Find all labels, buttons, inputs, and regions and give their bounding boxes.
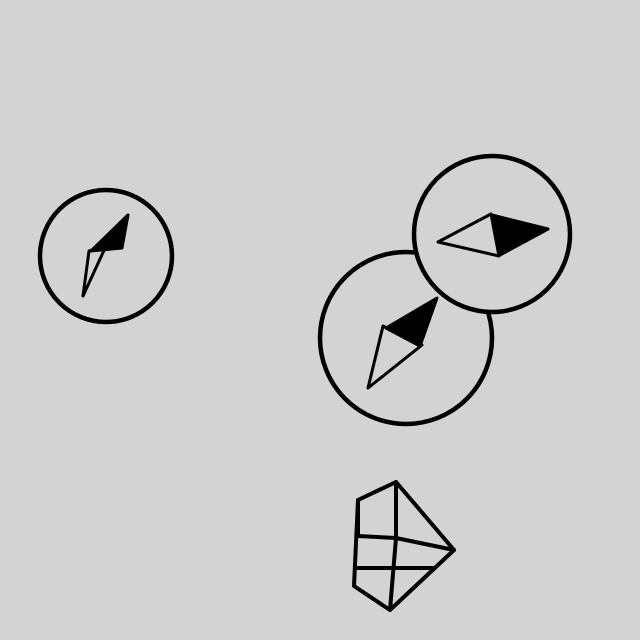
compass-icon xyxy=(410,152,576,318)
compass-icon xyxy=(36,187,176,328)
crystal-wireframe xyxy=(352,480,456,612)
crystal-icon xyxy=(348,476,460,616)
compass-ring xyxy=(37,187,175,325)
compass-needle-tip xyxy=(89,213,130,253)
compass-needle-tip xyxy=(384,296,439,348)
compass-needle-tip xyxy=(490,213,550,257)
